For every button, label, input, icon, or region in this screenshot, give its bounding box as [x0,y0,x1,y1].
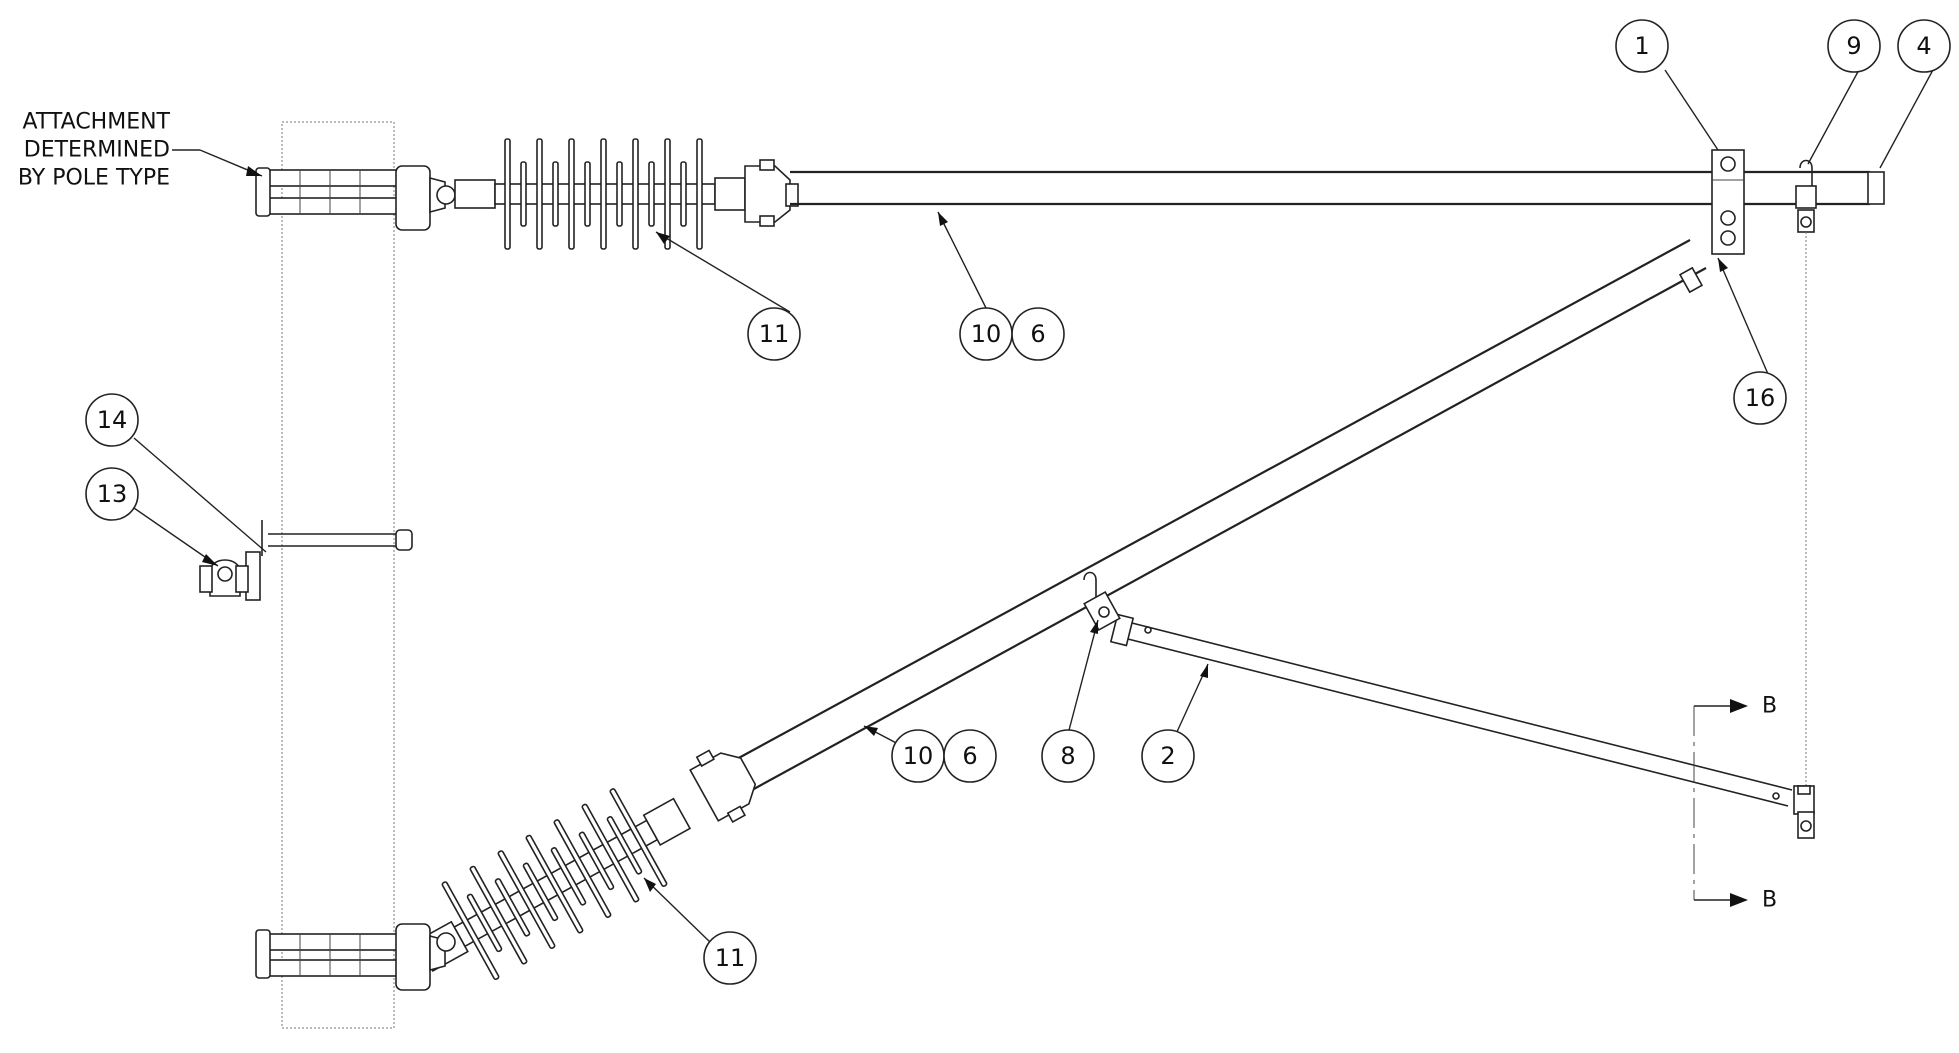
insulator-shed [520,161,527,227]
balloon-6-top-label: 6 [1030,320,1045,348]
insulator-shed [550,847,587,906]
insulator-shed [616,161,623,227]
insulator-shed [600,138,607,250]
balloon-13: 13 [85,467,139,521]
leader-lines [133,67,1935,945]
insulator-shed [494,878,531,937]
strut-end-fitting [1793,785,1815,839]
balloon-1-label: 1 [1634,32,1649,60]
lower-strut [1109,613,1793,807]
insulator-shed [568,138,575,250]
insulator-shed [466,893,503,953]
insulator-shed [504,138,511,250]
upper-insulator [454,138,746,250]
balloon-9: 9 [1827,19,1881,73]
balloon-2: 2 [1141,729,1195,783]
balloon-11-top-label: 11 [759,320,790,348]
balloon-1: 1 [1615,19,1669,73]
balloon-11-bottom-label: 11 [715,944,746,972]
balloon-4-label: 4 [1916,32,1931,60]
insulator-shed [606,816,643,875]
note-line-3: BY POLE TYPE [18,166,170,191]
balloon-4: 4 [1897,19,1951,73]
balloon-6-top: 6 [1011,307,1065,361]
strut-clevis [1083,571,1121,632]
upper-arm-tube [790,170,1885,206]
balloon-16-label: 16 [1745,384,1776,412]
note-line-1: ATTACHMENT [23,110,171,135]
upper-arm-clamp [744,159,799,227]
insulator-shed [578,831,615,891]
insulator-shed [664,138,671,250]
balloon-8: 8 [1041,729,1095,783]
insulator-shed [648,161,655,227]
insulator-shed [680,161,687,227]
diagonal-brace-tube [734,239,1707,791]
balloon-6-mid: 6 [943,729,997,783]
balloon-14: 14 [85,393,139,447]
insulator-shed [553,819,612,918]
note-line-2: DETERMINED [24,138,170,163]
neutral-bracket [199,520,413,601]
insulator-shed [552,161,559,227]
balloon-10-mid: 10 [891,729,945,783]
insulator-shed [497,850,556,950]
balloon-16: 16 [1733,371,1787,425]
balloon-13-label: 13 [97,480,128,508]
pole [281,121,395,1029]
insulator-shed [536,138,543,250]
lower-pole-band [255,923,456,991]
insulator-shed [609,788,668,887]
lower-arm-clamp [689,749,757,824]
balloon-10-top-label: 10 [971,320,1002,348]
section-marker: B B [1693,694,1777,913]
upper-pole-band [255,165,456,231]
balloon-11-bottom: 11 [703,931,757,985]
section-label-bottom: B [1762,888,1777,913]
section-label-top: B [1762,694,1777,719]
insulator-shed [525,834,584,934]
balloon-14-label: 14 [97,406,128,434]
balloon-10-top: 10 [959,307,1013,361]
insulator-shed [441,881,500,981]
insulator-shed [469,865,528,965]
attachment-note: ATTACHMENT DETERMINED BY POLE TYPE [18,110,263,191]
insulator-shed [584,161,591,227]
insulator-shed [522,862,559,922]
balloon-9-label: 9 [1846,32,1861,60]
insulator-shed [581,803,640,903]
lower-insulator [415,788,692,981]
insulator-shed [696,138,703,250]
balloon-2-label: 2 [1160,742,1175,770]
balloon-11-top: 11 [747,307,801,361]
arm-bracket [1711,149,1745,255]
insulator-shed [632,138,639,250]
balloon-6-mid-label: 6 [962,742,977,770]
balloon-8-label: 8 [1060,742,1075,770]
balloon-10-mid-label: 10 [903,742,934,770]
